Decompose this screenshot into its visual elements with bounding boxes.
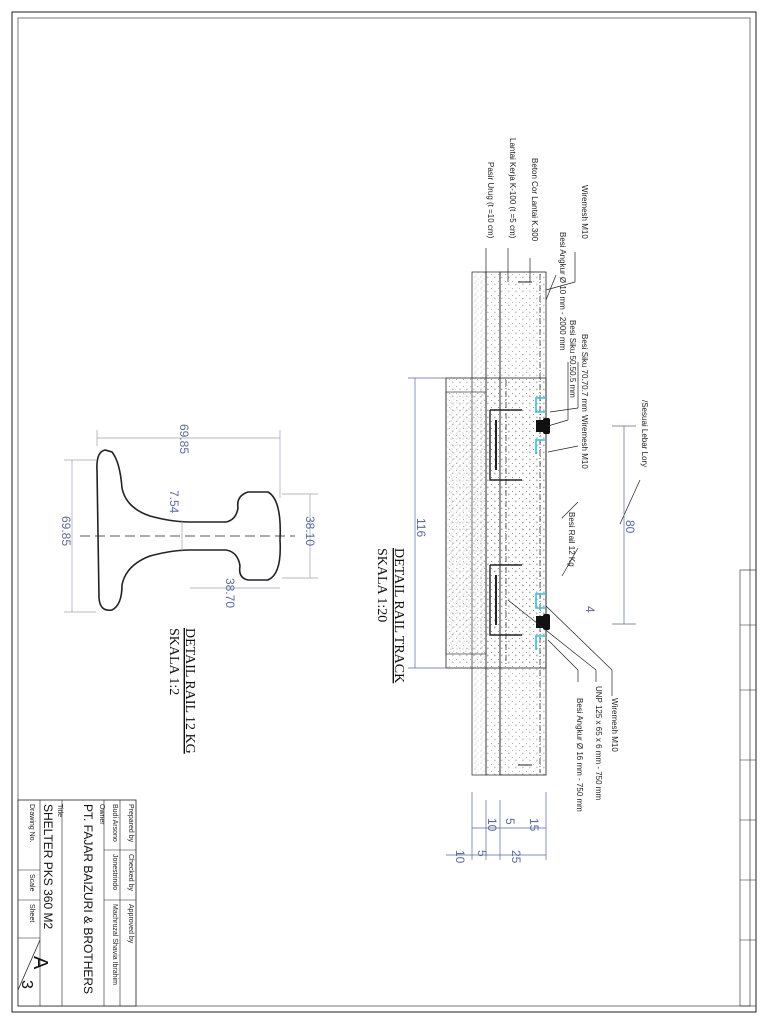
dim-80: 80: [623, 520, 637, 534]
rail-dim-base: 69.85: [59, 516, 73, 546]
dim-5a: 5: [503, 818, 517, 825]
rail-track-section: Wiremesh M10 Besi Angkur Ø 10 mm - 2000 …: [374, 138, 649, 864]
dim-4: 4: [583, 606, 597, 613]
rail-section-title: DETAIL RAIL 12 KG: [182, 628, 197, 754]
rail-dim-head: 38.10: [303, 516, 317, 546]
dim-25: 25: [509, 850, 523, 864]
approved-by-label: Approved by: [127, 904, 134, 944]
label-besi-siku-50: Besi Siku 50.50.5 mm: [568, 320, 577, 398]
label-besi-rail: Besi Rail 12 Kg: [567, 512, 576, 567]
unp-channel-upper: [489, 409, 522, 481]
label-besi-siku-70: Besi Siku 70.70.7 mm: [580, 334, 589, 412]
rail-dim-web: 7.54: [167, 490, 181, 514]
sheet-label: Sheet: [28, 904, 35, 922]
label-wiremesh-bottom: Wiremesh M10: [610, 698, 619, 752]
owner-label: Owner: [98, 804, 105, 825]
prepared-by: Budi Arsono: [111, 804, 118, 842]
label-pasir: Pasir Urug (t =10 cm): [486, 162, 495, 239]
rail-section-scale: SKALA 1:2: [166, 628, 181, 695]
rail-head-lower: [536, 614, 550, 630]
dim-116: 116: [414, 518, 428, 537]
rail-dim-height: 69.85: [177, 424, 191, 454]
label-wiremesh-mid: Wiremesh M10: [580, 415, 589, 469]
revision-strip: [739, 569, 757, 1007]
rail-dimension-lines: [64, 430, 318, 613]
label-sesuai-lebar-lory: /Sesuai Lebar Lory: [640, 400, 649, 467]
dim-10a: 10: [485, 818, 499, 832]
dim-10b: 10: [453, 850, 467, 864]
outer-border: [11, 11, 757, 1013]
drawing-title: SHELTER PKS 360 M2: [41, 804, 55, 929]
dimension-lines: [408, 377, 636, 860]
leader-lines: [485, 248, 641, 696]
title-label: Title: [56, 804, 63, 817]
label-unp: UNP 125 x 65 x 6 mm - 750 mm: [594, 686, 603, 800]
dim-15: 15: [527, 818, 541, 832]
rail-dim-head-depth: 38.70: [223, 578, 237, 608]
angle-steel-upper: [535, 397, 546, 454]
inner-border: [17, 17, 751, 1007]
rail-head-upper: [536, 418, 550, 434]
owner-name: PT. FAJAR BAIZURI & BROTHERS: [81, 804, 95, 994]
label-besi-angkur-top: Besi Angkur Ø 10 mm - 2000 mm: [558, 232, 567, 351]
angle-steel-lower: [535, 593, 546, 650]
scale-label: Scale: [28, 874, 35, 892]
checked-by: Jonestrindo: [111, 854, 118, 890]
approved-by: Machruzal Shavia Ibrahim: [111, 904, 118, 985]
label-wiremesh-top: Wiremesh M10: [580, 185, 589, 239]
rail-track-title: DETAIL RAIL TRACK: [391, 548, 406, 683]
drawing-no-label: Drawing No.: [28, 804, 35, 843]
sheet-number: 3: [18, 980, 35, 989]
rail-track-scale: SKALA 1:20: [374, 548, 389, 622]
unp-channel-lower: [489, 564, 522, 636]
rail-12kg-outline: [96, 449, 282, 612]
label-beton: Beton Cor Lantai K.300: [530, 158, 539, 242]
label-besi-angkur-bottom: Besi Angkur Ø 16 mm - 750 mm: [575, 698, 584, 812]
rail-profile: 69.85 69.85 7.54 38.10 38.70 DETAIL RAIL…: [59, 424, 318, 754]
sheet-size: A: [29, 956, 51, 970]
prepared-by-label: Prepared by: [127, 804, 134, 843]
dim-5b: 5: [475, 850, 489, 857]
sand-layer-foundation: [445, 391, 487, 655]
label-lantai-kerja: Lantai Kerja K-100 (t =5 cm): [508, 138, 517, 239]
title-block: Prepared by Checked by Approved by Budi …: [17, 799, 137, 1007]
checked-by-label: Checked by: [127, 854, 134, 891]
